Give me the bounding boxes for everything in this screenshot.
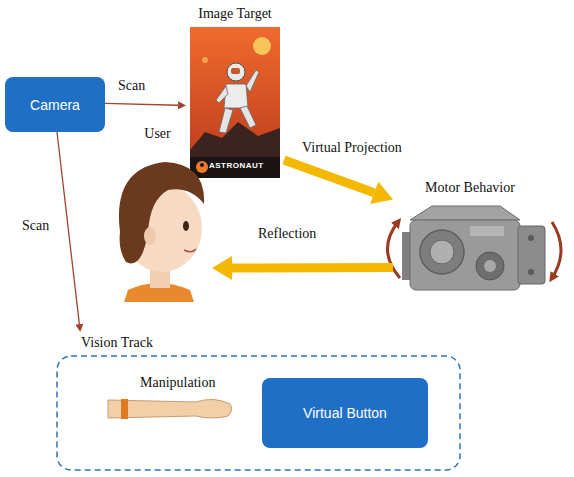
manipulating-arm [108,399,232,418]
astronaut-figure [219,108,233,133]
astronaut-figure [216,86,228,103]
motor-block [476,252,504,280]
edge-label: Scan [116,78,147,94]
motor-block [528,269,534,275]
motor-block [402,206,545,290]
user-face [144,227,156,245]
scan-arrow [105,103,178,105]
vision-track-region [57,356,460,470]
virtual-button: Virtual Button [262,378,428,448]
edge-label: Virtual Projection [300,140,404,156]
motor-block [410,220,520,290]
astronaut-figure [227,63,245,81]
image-target-poster [196,161,208,173]
image-target: Image TargetASTRONAUT [186,6,284,179]
rotation-arrows [552,222,561,278]
node-label: Virtual Button [303,405,387,421]
user-face [184,249,196,252]
user-face [119,162,204,302]
vision-track-region: Vision TrackVirtual Button [55,332,463,472]
edge-label: Scan [20,218,51,234]
motor-figure: Motor Behavior [393,180,547,295]
node-label: Image Target [186,6,284,22]
user-face [183,221,189,231]
motor-block [484,260,496,272]
user-face [119,162,204,263]
motor-block [420,230,464,274]
astronaut-figure [246,70,259,92]
rotation-arrows [387,222,561,278]
user-figure: User [103,126,212,302]
image-target-poster [190,157,280,178]
camera-box: Camera [5,77,105,132]
scan-arrow [57,132,79,324]
astronaut-figure [216,63,259,133]
motor-block [470,226,504,236]
image-target-poster [253,37,271,55]
node-label: Vision Track [81,335,153,351]
motor-block [410,206,520,220]
block-arrow [232,263,393,273]
manipulating-arm [121,399,128,419]
manipulating-arm [108,399,232,419]
astronaut-figure [231,68,240,74]
motor-block [430,240,454,264]
node-label: Motor Behavior [393,180,547,196]
image-target-poster [190,27,280,178]
edge-label: Reflection [256,226,318,242]
image-target-poster [200,163,204,167]
astronaut-figure [224,84,248,108]
image-target-poster [202,57,208,63]
motor-block [518,226,545,284]
motor-block [528,235,534,241]
image-target-poster [190,27,280,178]
image-target-poster [190,122,280,160]
astronaut-figure [240,106,256,128]
node-label: Camera [30,97,80,113]
poster-text: ASTRONAUT [209,161,264,171]
block-arrow [284,160,374,193]
node-label: User [103,126,212,142]
part-label: Manipulation [138,375,217,391]
